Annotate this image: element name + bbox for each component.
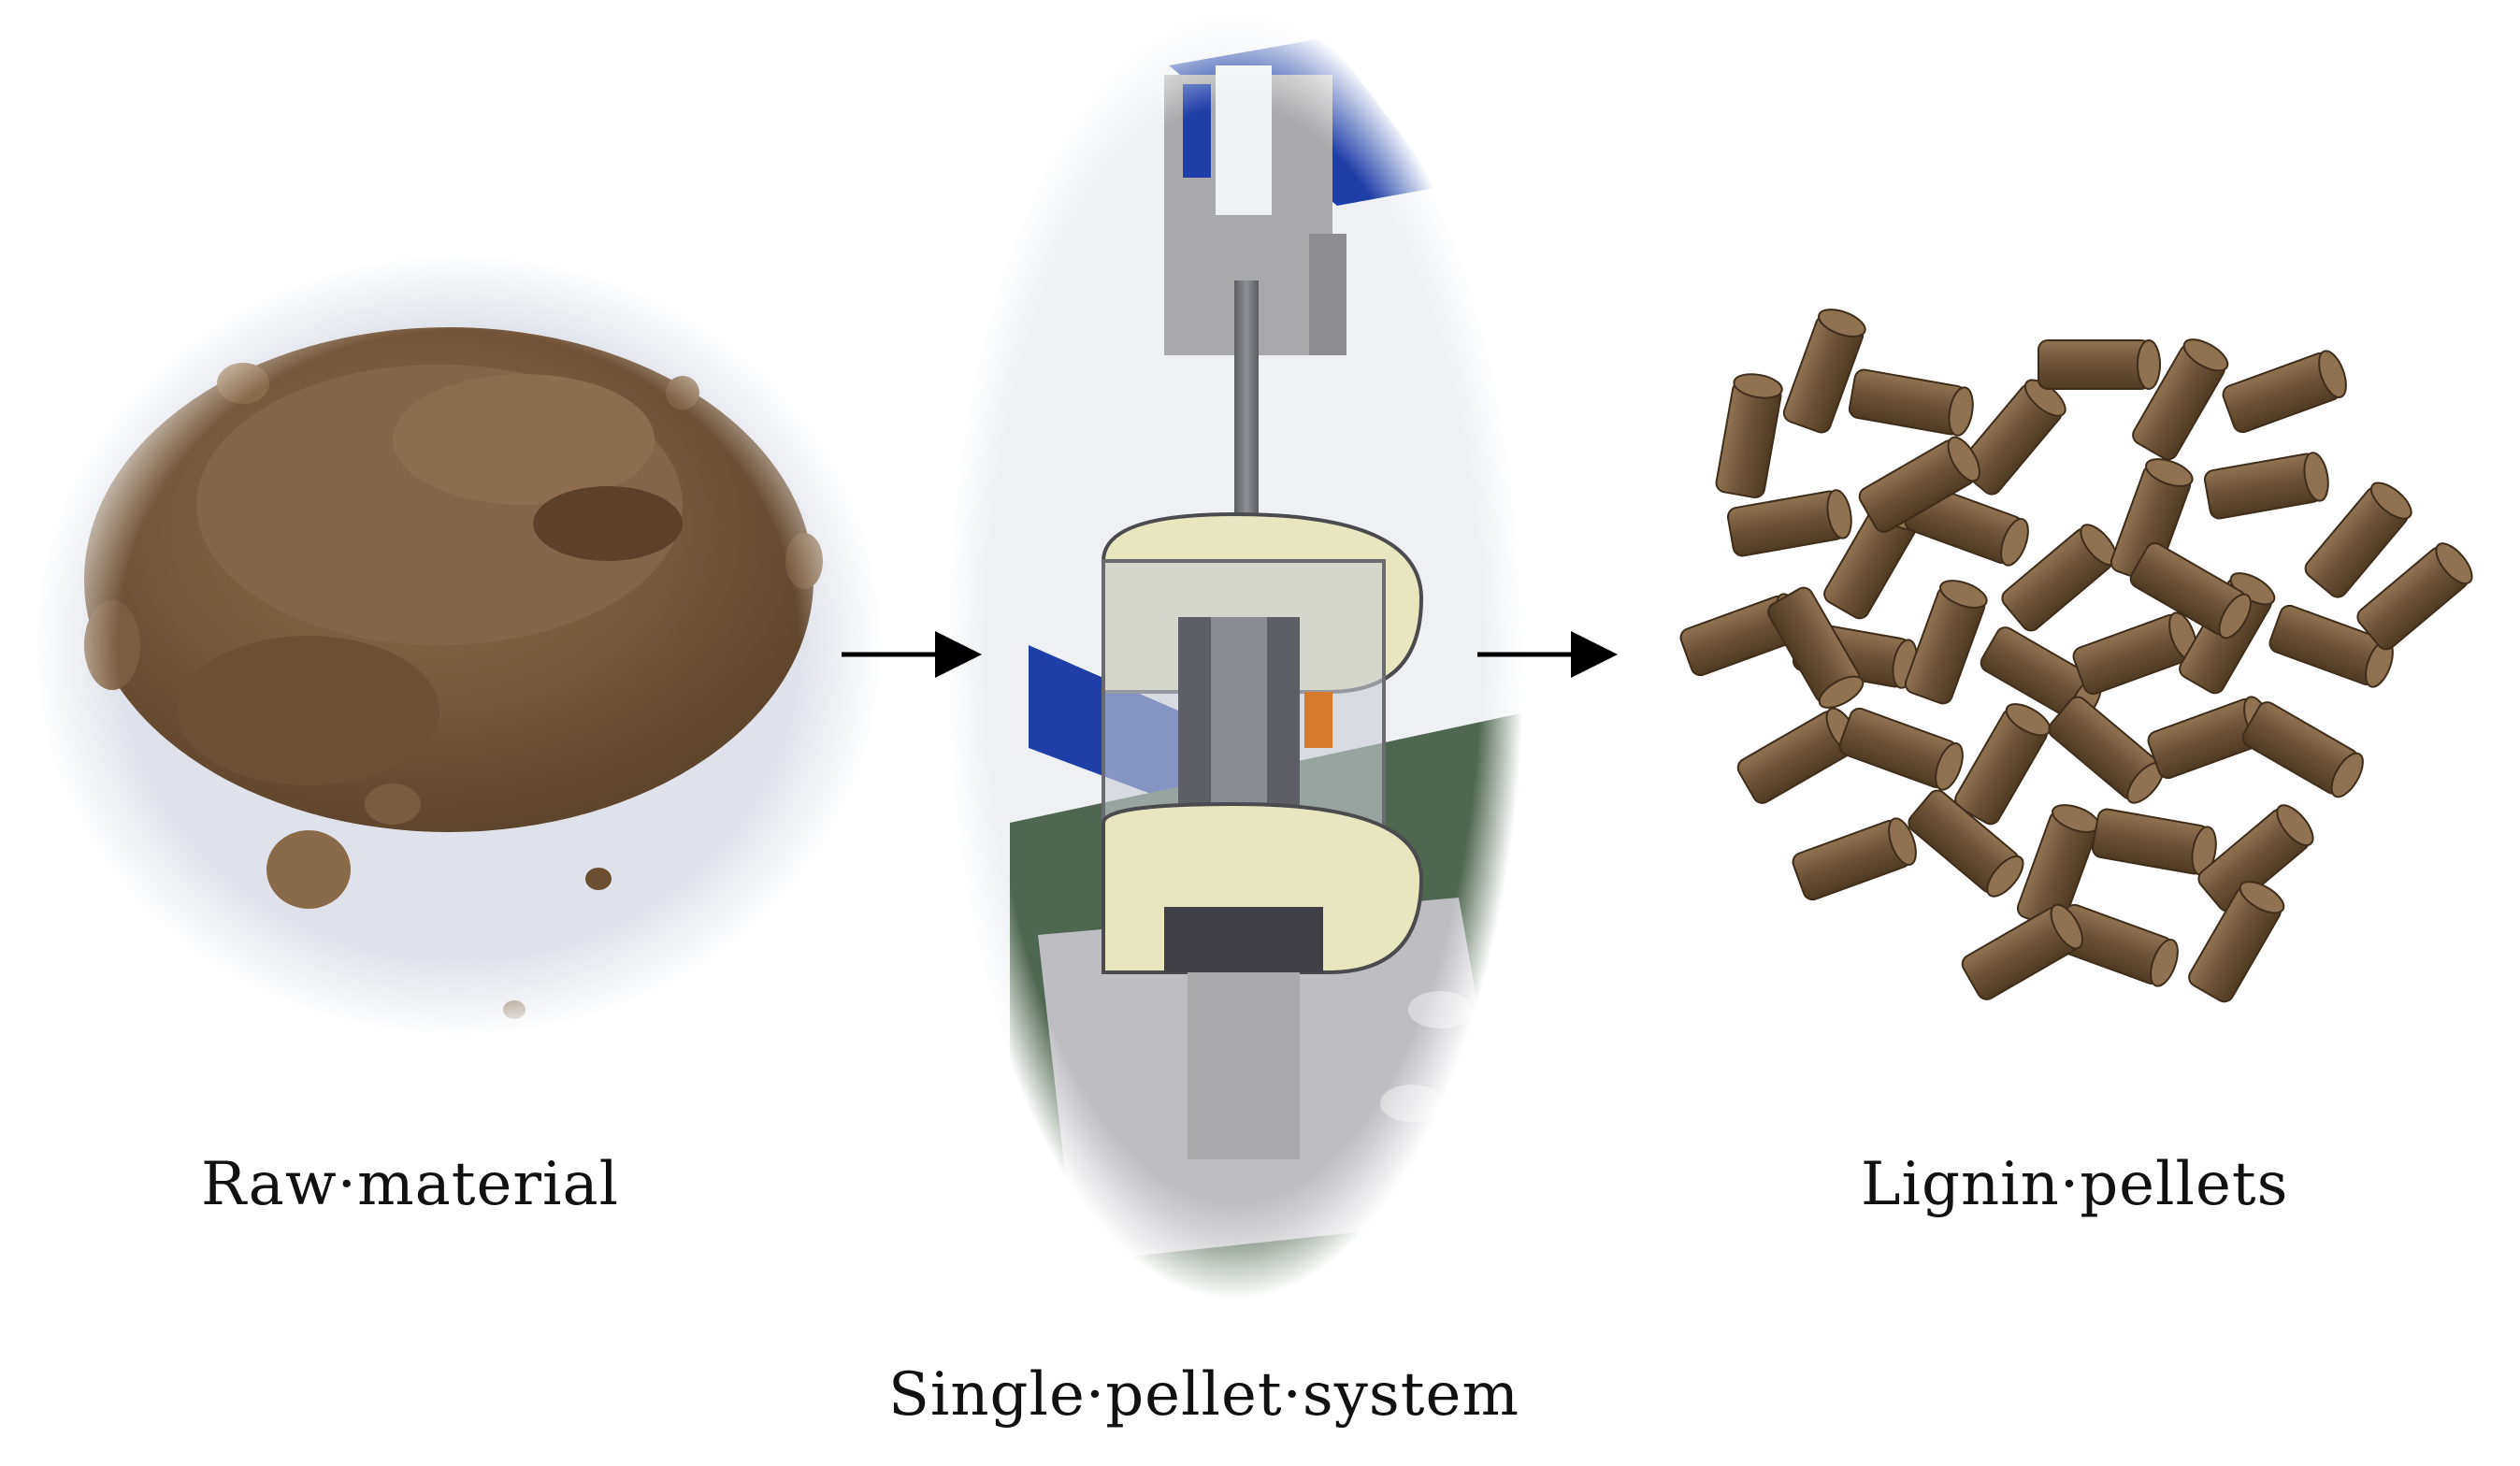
pellet — [2048, 696, 2165, 804]
pellet — [1848, 368, 1974, 437]
pellet — [1904, 580, 1988, 705]
pellet — [2038, 339, 2161, 390]
pellet — [1726, 489, 1852, 557]
pellet — [1767, 586, 1865, 709]
pellet — [1958, 379, 2066, 496]
pellet — [2222, 350, 2347, 434]
pellet — [2091, 808, 2217, 876]
pellet — [2110, 458, 2194, 583]
single-pellet-system-image — [935, 0, 1534, 1309]
pellet — [2356, 542, 2473, 651]
pellet — [2241, 701, 2364, 798]
pellet — [2132, 338, 2229, 461]
pellet — [2001, 524, 2118, 632]
pellet — [1792, 817, 1917, 901]
pellet — [2197, 804, 2314, 913]
pellet — [1838, 707, 1964, 791]
pellet — [1961, 903, 2083, 1000]
pellet — [1782, 309, 1866, 434]
pellet — [2304, 481, 2412, 598]
pellet — [2188, 881, 2285, 1003]
pellet — [1858, 436, 1980, 533]
raw-material-label: Raw·material — [201, 1150, 620, 1219]
single-pellet-system-label: Single·pellet·system — [888, 1360, 1520, 1430]
lignin-pellets-label: Lignin·pellets — [1861, 1150, 2289, 1219]
pellet-pile — [1679, 309, 2473, 1003]
pellet — [2053, 903, 2179, 987]
pellet — [2203, 452, 2329, 520]
pellet — [1908, 789, 2024, 898]
pellet — [2129, 542, 2252, 640]
raw-material-image — [28, 252, 888, 1038]
pellet — [1715, 373, 1783, 499]
